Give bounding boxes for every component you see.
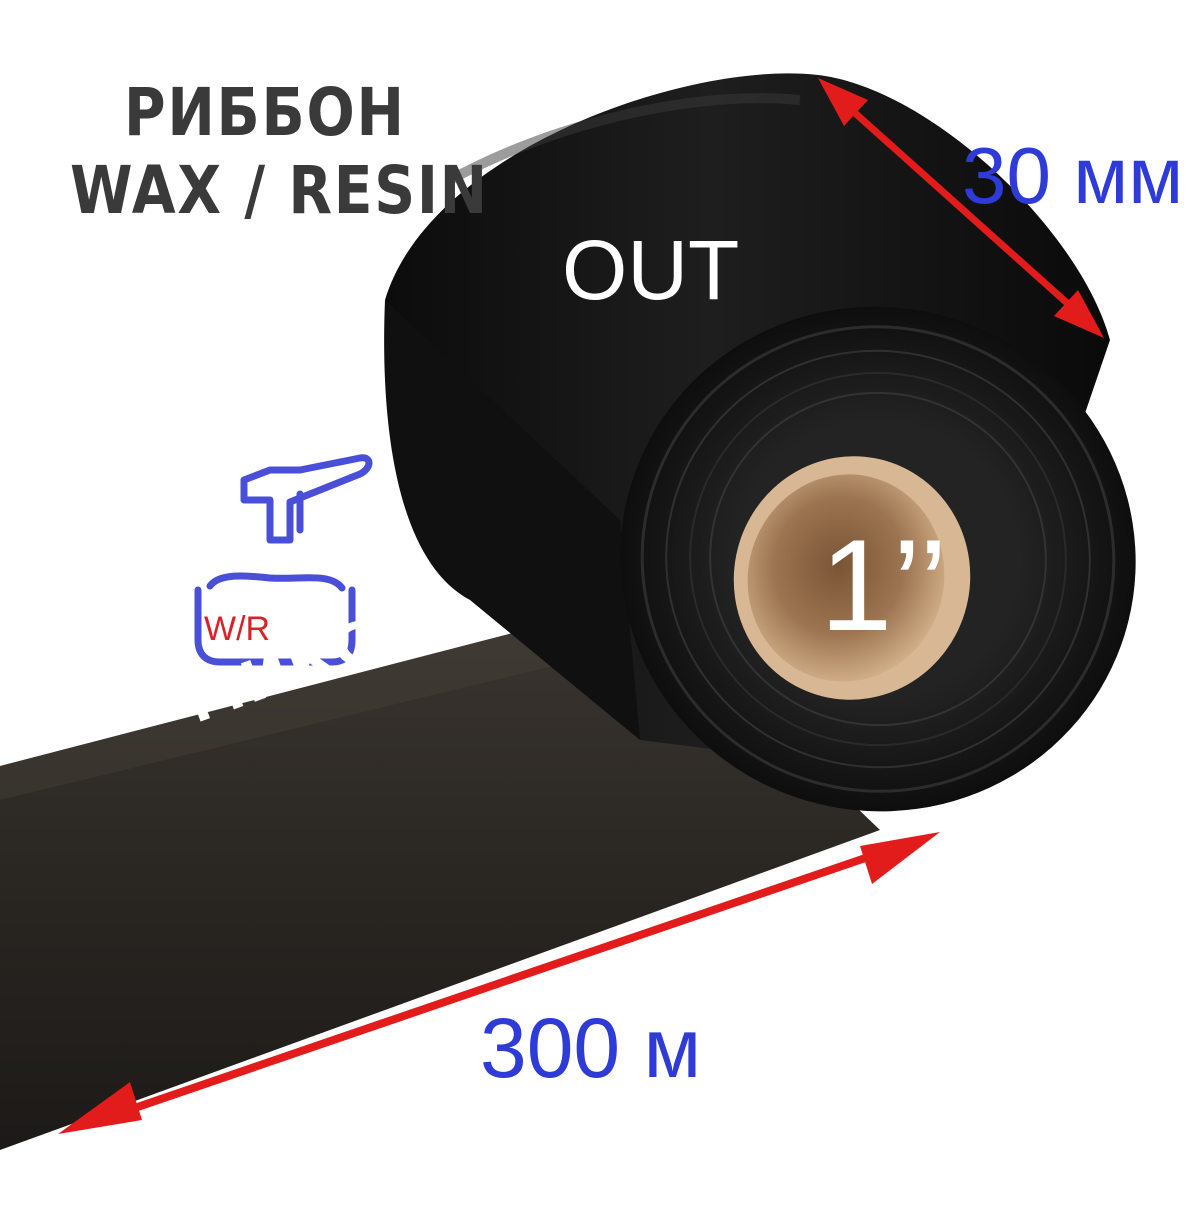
ribbon-width-label: 30 мм: [962, 131, 1184, 220]
ribbon-length-label: 300 м: [480, 1001, 702, 1095]
wax-resin-melt-icon: [194, 454, 373, 666]
product-title-line-1: РИББОН: [124, 74, 406, 151]
winding-side-label: OUT: [562, 223, 740, 317]
double-arrow-icon: [58, 832, 940, 1134]
core-diameter-label: 1’’: [820, 512, 948, 658]
ink-type-badge: W/R: [204, 610, 271, 648]
double-arrow-icon: [818, 78, 1104, 338]
product-title-line-2: WAX / RESIN: [70, 152, 489, 229]
